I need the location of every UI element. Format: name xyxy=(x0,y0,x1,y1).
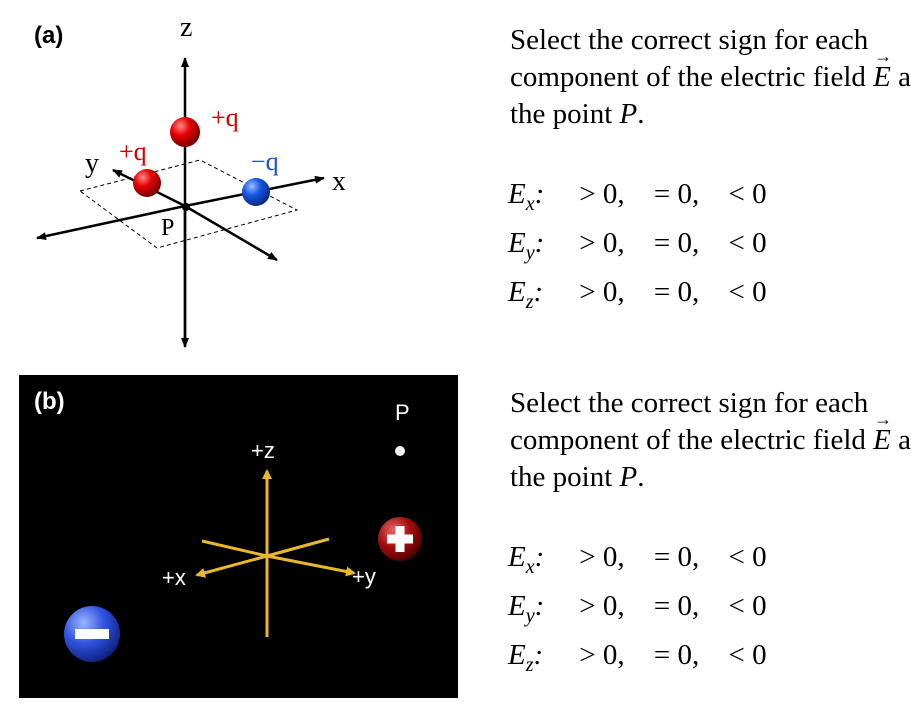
options-b: Ex: > 0, = 0, < 0 Ey: > 0, = 0, < 0 Ez: … xyxy=(508,538,767,684)
options-a: Ex: > 0, = 0, < 0 Ey: > 0, = 0, < 0 Ez: … xyxy=(508,175,767,321)
option-ey-negative[interactable]: < 0 xyxy=(728,589,767,622)
option-ex-positive[interactable]: > 0, xyxy=(579,178,625,210)
option-ey-negative[interactable]: < 0 xyxy=(728,226,767,259)
question-b: Select the correct sign for each compone… xyxy=(510,385,911,496)
question-b-end: . xyxy=(637,461,645,493)
negative-charge xyxy=(64,606,120,662)
option-ez-zero[interactable]: = 0, xyxy=(653,275,700,308)
y-axis-label-b: +y xyxy=(352,564,376,589)
y-axis-label: y xyxy=(85,148,99,179)
component-sub: x xyxy=(525,192,535,215)
x-axis-b-neg xyxy=(266,537,330,558)
option-ey-positive[interactable]: > 0, xyxy=(579,589,625,622)
question-b-mid: a the point xyxy=(510,424,911,493)
question-a: Select the correct sign for each compone… xyxy=(510,22,911,133)
option-ez-positive[interactable]: > 0, xyxy=(579,275,625,308)
question-b-text: Select the correct sign for each compone… xyxy=(510,387,874,456)
component-sub: x xyxy=(525,555,535,578)
component-symbol: E xyxy=(508,226,526,259)
x-axis-neg xyxy=(36,204,186,241)
vector-e-symbol: E xyxy=(873,38,892,96)
xy-plane xyxy=(78,159,299,249)
charge-x-negative xyxy=(242,178,270,206)
x-axis-b xyxy=(195,554,268,578)
option-ex-zero[interactable]: = 0, xyxy=(653,541,700,573)
option-ex-negative[interactable]: < 0 xyxy=(728,178,767,210)
charge-z-label: +q xyxy=(211,103,239,132)
point-p xyxy=(182,203,190,211)
option-ex-zero[interactable]: = 0, xyxy=(653,178,700,210)
figure-a: z y x P +q +q −q xyxy=(36,12,345,348)
option-ez-zero[interactable]: = 0, xyxy=(653,638,700,671)
question-a-text: Select the correct sign for each compone… xyxy=(510,24,874,93)
question-a-end: . xyxy=(637,98,645,130)
question-a-mid: a the point xyxy=(510,61,911,130)
component-row-ey: Ey: > 0, = 0, < 0 xyxy=(508,587,767,636)
x-axis-label: x xyxy=(332,166,345,197)
component-row-ex: Ex: > 0, = 0, < 0 xyxy=(508,175,767,224)
x-axis-label-b: +x xyxy=(162,565,186,590)
charge-x-label: −q xyxy=(251,147,279,176)
panel-b-label: (b) xyxy=(34,388,65,415)
option-ez-negative[interactable]: < 0 xyxy=(728,638,767,671)
component-row-ex: Ex: > 0, = 0, < 0 xyxy=(508,538,767,587)
component-sub: y xyxy=(525,241,535,264)
positive-charge xyxy=(378,517,422,561)
panel-a-label: (a) xyxy=(34,22,64,49)
option-ex-negative[interactable]: < 0 xyxy=(728,541,767,573)
charge-z-positive xyxy=(170,117,200,147)
charge-y-label: +q xyxy=(119,137,147,166)
y-axis-b-neg xyxy=(201,539,268,558)
component-symbol: E xyxy=(508,178,526,210)
component-row-ez: Ez: > 0, = 0, < 0 xyxy=(508,636,767,685)
component-sub: z xyxy=(525,290,534,313)
component-sub: y xyxy=(525,604,535,627)
component-row-ez: Ez: > 0, = 0, < 0 xyxy=(508,273,767,322)
component-row-ey: Ey: > 0, = 0, < 0 xyxy=(508,224,767,273)
option-ex-positive[interactable]: > 0, xyxy=(579,541,625,573)
z-axis-label-b: +z xyxy=(251,438,275,463)
component-symbol: E xyxy=(508,589,526,622)
option-ey-zero[interactable]: = 0, xyxy=(653,226,700,259)
option-ey-zero[interactable]: = 0, xyxy=(653,589,700,622)
point-p-label-b: P xyxy=(395,400,410,425)
vector-e-symbol: E xyxy=(873,401,892,459)
figure-b: +z +x +y P xyxy=(19,375,458,698)
question-b-point: P xyxy=(619,461,638,493)
component-symbol: E xyxy=(508,638,526,671)
option-ey-positive[interactable]: > 0, xyxy=(579,226,625,259)
component-symbol: E xyxy=(508,275,526,308)
component-symbol: E xyxy=(508,541,526,573)
z-axis-label: z xyxy=(180,12,192,43)
point-p-label: P xyxy=(161,215,174,241)
option-ez-positive[interactable]: > 0, xyxy=(579,638,625,671)
option-ez-negative[interactable]: < 0 xyxy=(728,275,767,308)
point-p-b xyxy=(395,446,405,456)
y-axis-b xyxy=(266,554,356,577)
question-a-point: P xyxy=(619,98,638,130)
y-axis-neg xyxy=(184,204,278,262)
charge-y-positive xyxy=(133,169,161,197)
component-sub: z xyxy=(525,653,534,676)
